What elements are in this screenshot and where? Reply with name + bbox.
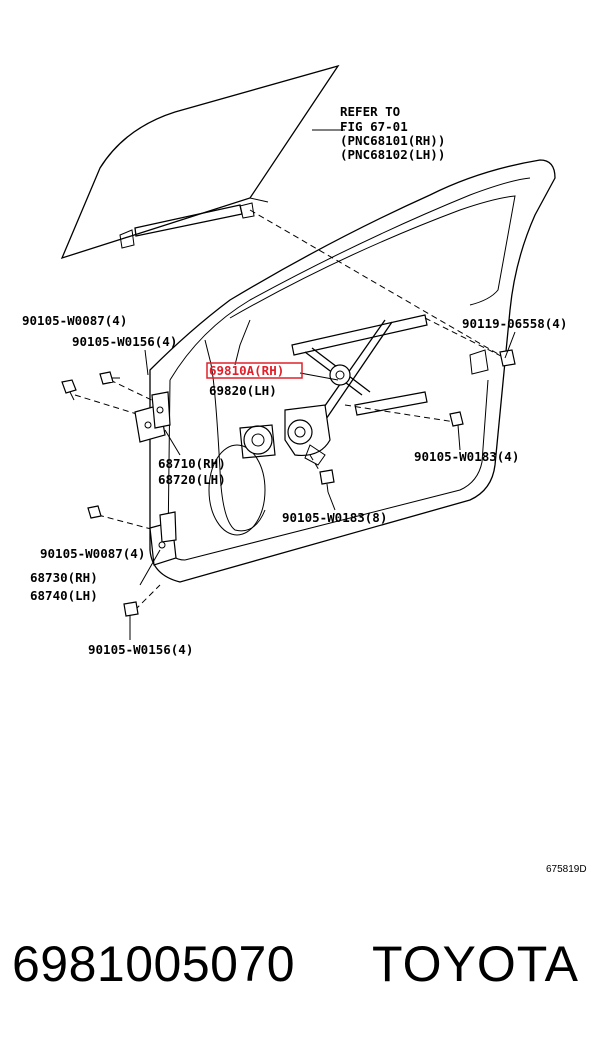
door-glass <box>60 64 340 260</box>
leader-lines <box>129 331 516 640</box>
upper-door-hinge <box>134 391 171 443</box>
bolt-icon <box>87 505 102 519</box>
part-label-68710-rh: 68710(RH) <box>158 456 226 471</box>
part-label-90119-06558: 90119-06558(4) <box>462 316 567 331</box>
part-label-90105-w0087-top: 90105-W0087(4) <box>22 313 127 328</box>
part-label-69810a-rh: 69810A(RH) <box>209 363 284 378</box>
part-label-90105-w0087-bottom: 90105-W0087(4) <box>40 546 145 561</box>
refer-line-1: REFER TO <box>340 104 400 119</box>
refer-note: REFER TO FIG 67-01 (PNC68101(RH)) (PNC68… <box>340 104 445 162</box>
bolt-icon <box>61 379 77 401</box>
refer-line-4: (PNC68102(LH)) <box>340 147 445 162</box>
part-label-90105-w0183-right: 90105-W0183(4) <box>414 449 519 464</box>
parts-diagram: REFER TO FIG 67-01 (PNC68101(RH)) (PNC68… <box>22 64 587 875</box>
part-label-68730-rh: 68730(RH) <box>30 570 98 585</box>
part-number: 6981005070 <box>12 936 296 992</box>
figure-id: 675819D <box>546 864 587 875</box>
part-label-90105-w0156-top: 90105-W0156(4) <box>72 334 177 349</box>
bolt-icon <box>99 371 120 385</box>
lower-door-hinge <box>149 511 177 566</box>
highlight-box <box>206 362 303 379</box>
part-label-68740-lh: 68740(LH) <box>30 588 98 603</box>
bolt-icon <box>123 601 139 617</box>
door-frame <box>149 159 556 583</box>
part-label-90105-w0183-bottom: 90105-W0183(8) <box>282 510 387 525</box>
bolt-icon <box>319 469 335 493</box>
refer-line-2: FIG 67-01 <box>340 119 408 134</box>
part-label-68720-lh: 68720(LH) <box>158 472 226 487</box>
window-regulator <box>239 314 428 466</box>
refer-line-3: (PNC68101(RH)) <box>340 133 445 148</box>
brand-name: TOYOTA <box>372 936 579 992</box>
part-label-69820-lh: 69820(LH) <box>209 383 277 398</box>
part-label-90105-w0156-bottom: 90105-W0156(4) <box>88 642 193 657</box>
bolt-icon <box>449 411 464 427</box>
